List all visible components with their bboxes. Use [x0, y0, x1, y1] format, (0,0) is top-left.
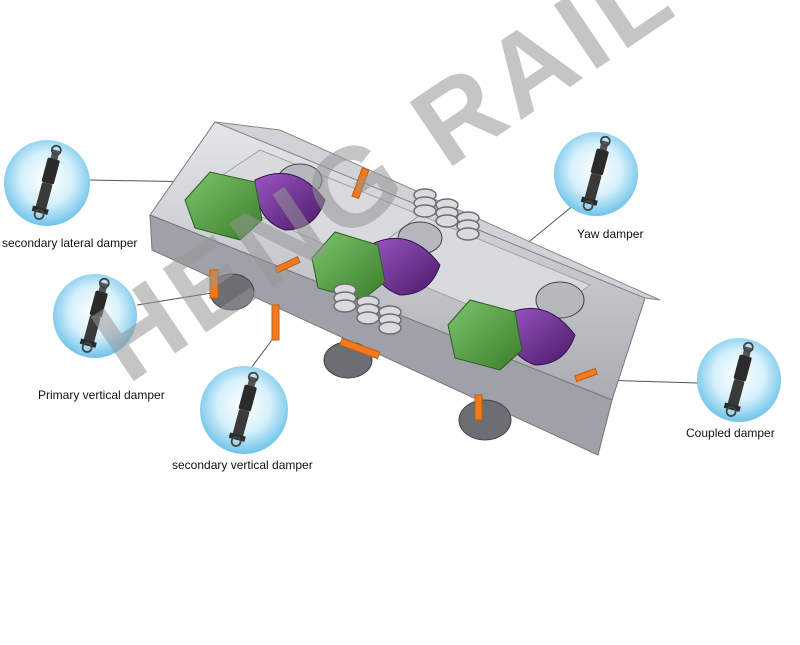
traction-motors	[254, 172, 576, 366]
bubble-primary-vertical	[53, 274, 137, 358]
bubble-coupled	[697, 338, 781, 422]
leader-secondary-vertical	[247, 339, 273, 373]
bubble-secondary-vertical	[200, 366, 288, 454]
bubble-yaw	[554, 132, 638, 216]
gearboxes	[184, 171, 523, 371]
bogie-dampers	[209, 167, 599, 421]
label-yaw-damper: Yaw damper	[577, 227, 644, 241]
label-primary-vertical-damper: Primary vertical damper	[38, 388, 165, 402]
coil-springs	[333, 188, 480, 335]
label-coupled-damper: Coupled damper	[686, 426, 775, 440]
label-secondary-lateral-damper: secondary lateral damper	[2, 236, 138, 250]
bubble-secondary-lateral	[4, 140, 90, 226]
wheelsets	[209, 163, 585, 441]
label-secondary-vertical-damper: secondary vertical damper	[172, 458, 313, 472]
